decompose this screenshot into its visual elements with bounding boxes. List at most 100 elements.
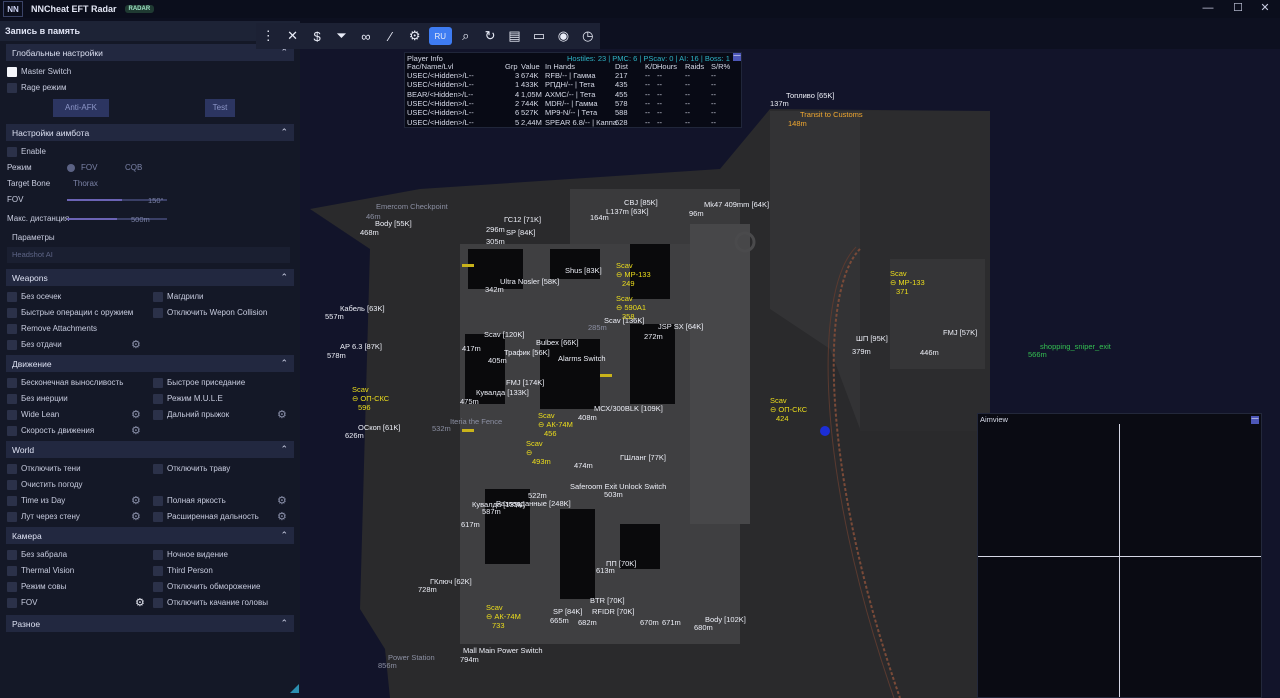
gear-icon[interactable]: ⚙	[135, 597, 145, 609]
owl-mode-checkbox[interactable]	[7, 582, 17, 592]
anti-afk-button[interactable]: Anti-AFK	[53, 99, 109, 117]
map-label: 665m	[550, 616, 569, 625]
target-bone-select[interactable]: Thorax	[73, 179, 98, 188]
long-jump-checkbox[interactable]	[153, 410, 163, 420]
gear-icon[interactable]: ⚙	[408, 28, 421, 43]
weapon-collision-checkbox[interactable]	[153, 308, 163, 318]
clock-icon[interactable]: ◷	[582, 28, 594, 43]
wide-lean-label: Wide Lean	[21, 410, 60, 419]
disable-shadows-checkbox[interactable]	[7, 464, 17, 474]
more-icon[interactable]: ⋮	[261, 28, 275, 43]
map-icon[interactable]: ▤	[508, 28, 521, 43]
remove-attachments-checkbox[interactable]	[7, 324, 17, 334]
third-person-checkbox[interactable]	[153, 566, 163, 576]
scav-weapon: ОП-СКС	[360, 394, 390, 403]
section-global-settings[interactable]: Глобальные настройки⌃	[6, 44, 294, 61]
gear-icon[interactable]: ⚙	[277, 409, 287, 421]
collapse-button[interactable]: —	[1251, 415, 1259, 424]
gear-icon[interactable]: ⚙	[131, 495, 141, 507]
loot-through-walls-checkbox[interactable]	[7, 512, 17, 522]
gear-icon[interactable]: ⚙	[131, 339, 141, 351]
window-icon[interactable]: ▭	[532, 28, 546, 43]
scav-name: Scav	[616, 261, 633, 270]
max-distance-slider[interactable]	[67, 218, 167, 220]
thermal-vision-checkbox[interactable]	[7, 566, 17, 576]
camera-fov-checkbox[interactable]	[7, 598, 17, 608]
master-switch-checkbox[interactable]	[7, 67, 17, 77]
resize-grip-icon[interactable]	[290, 684, 299, 693]
test-button[interactable]: Test	[205, 99, 235, 117]
clear-weather-checkbox[interactable]	[7, 480, 17, 490]
crosshair-icon[interactable]: ✕	[287, 28, 299, 43]
no-visor-checkbox[interactable]	[7, 550, 17, 560]
section-camera[interactable]: Камера⌃	[6, 527, 294, 544]
scav-distance: 456	[544, 429, 557, 438]
fast-weapon-ops-checkbox[interactable]	[7, 308, 17, 318]
map-label: Кувалда [133K]	[476, 388, 529, 397]
rage-mode-checkbox[interactable]	[7, 83, 17, 93]
filter-icon[interactable]: ⏷	[336, 28, 347, 43]
dollar-icon[interactable]: $	[313, 28, 321, 44]
table-cell: 1,05M	[521, 89, 542, 99]
infinite-stamina-checkbox[interactable]	[7, 378, 17, 388]
refresh-icon[interactable]: ↻	[484, 28, 496, 43]
disable-frostbite-checkbox[interactable]	[153, 582, 163, 592]
table-cell: BEAR/<Hidden>/L--	[407, 89, 474, 99]
minimize-button[interactable]: —	[1202, 2, 1214, 14]
no-misfire-checkbox[interactable]	[7, 292, 17, 302]
move-speed-label: Скорость движения	[21, 426, 95, 435]
wide-lean-checkbox[interactable]	[7, 410, 17, 420]
gear-icon[interactable]: ⚙	[277, 495, 287, 507]
full-bright-checkbox[interactable]	[153, 496, 163, 506]
mule-mode-checkbox[interactable]	[153, 394, 163, 404]
extended-range-checkbox[interactable]	[153, 512, 163, 522]
scav-distance: 371	[896, 287, 909, 296]
table-header: Hours	[657, 62, 678, 71]
wand-icon[interactable]: ⁄	[389, 28, 392, 44]
table-header: Grp	[505, 62, 518, 71]
map-label: 557m	[325, 312, 344, 321]
no-misfire-label: Без осечек	[21, 292, 62, 301]
glasses-icon[interactable]: ∞	[361, 28, 371, 44]
no-inertia-checkbox[interactable]	[7, 394, 17, 404]
move-speed-checkbox[interactable]	[7, 426, 17, 436]
disable-grass-checkbox[interactable]	[153, 464, 163, 474]
table-cell: --	[685, 108, 690, 118]
maximize-button[interactable]: ☐	[1233, 2, 1243, 14]
night-vision-checkbox[interactable]	[153, 550, 163, 560]
section-weapons[interactable]: Weapons⌃	[6, 269, 294, 286]
section-world[interactable]: World⌃	[6, 441, 294, 458]
fast-crouch-checkbox[interactable]	[153, 378, 163, 388]
section-misc[interactable]: Разное⌃	[6, 615, 294, 632]
params-input[interactable]: Headshot AI	[7, 247, 290, 263]
close-button[interactable]: ✕	[1260, 2, 1270, 14]
map-label: JSP SX [64K]	[658, 322, 704, 331]
mag-drill-checkbox[interactable]	[153, 292, 163, 302]
eye-icon[interactable]: ◉	[557, 28, 570, 43]
section-movement[interactable]: Движение⌃	[6, 355, 294, 372]
time-of-day-checkbox[interactable]	[7, 496, 17, 506]
enemy-icon: ⊖	[616, 303, 625, 312]
gear-icon[interactable]: ⚙	[131, 425, 141, 437]
mode-fov-radio[interactable]	[67, 164, 75, 172]
aimbot-enable-checkbox[interactable]	[7, 147, 17, 157]
section-aimbot[interactable]: Настройки аимбота⌃	[6, 124, 294, 141]
language-button[interactable]: RU	[428, 27, 452, 45]
table-cell: --	[711, 80, 716, 90]
scav-distance: 424	[776, 414, 789, 423]
mode-cqb-label[interactable]: CQB	[125, 163, 143, 172]
gear-icon[interactable]: ⚙	[277, 511, 287, 523]
chevron-up-icon: ⌃	[280, 272, 288, 282]
max-distance-slider-fill	[67, 218, 117, 220]
collapse-button[interactable]: —	[733, 52, 741, 61]
map-label: Alarms Switch	[558, 354, 606, 363]
gear-icon[interactable]: ⚙	[131, 511, 141, 523]
gear-icon[interactable]: ⚙	[131, 409, 141, 421]
disable-head-bob-checkbox[interactable]	[153, 598, 163, 608]
no-recoil-checkbox[interactable]	[7, 340, 17, 350]
mag-drill-label: Магдрили	[167, 292, 204, 301]
search-icon[interactable]: ⌕	[462, 28, 470, 43]
settings-panel: Запись в память Глобальные настройки⌃ Ma…	[0, 21, 300, 698]
